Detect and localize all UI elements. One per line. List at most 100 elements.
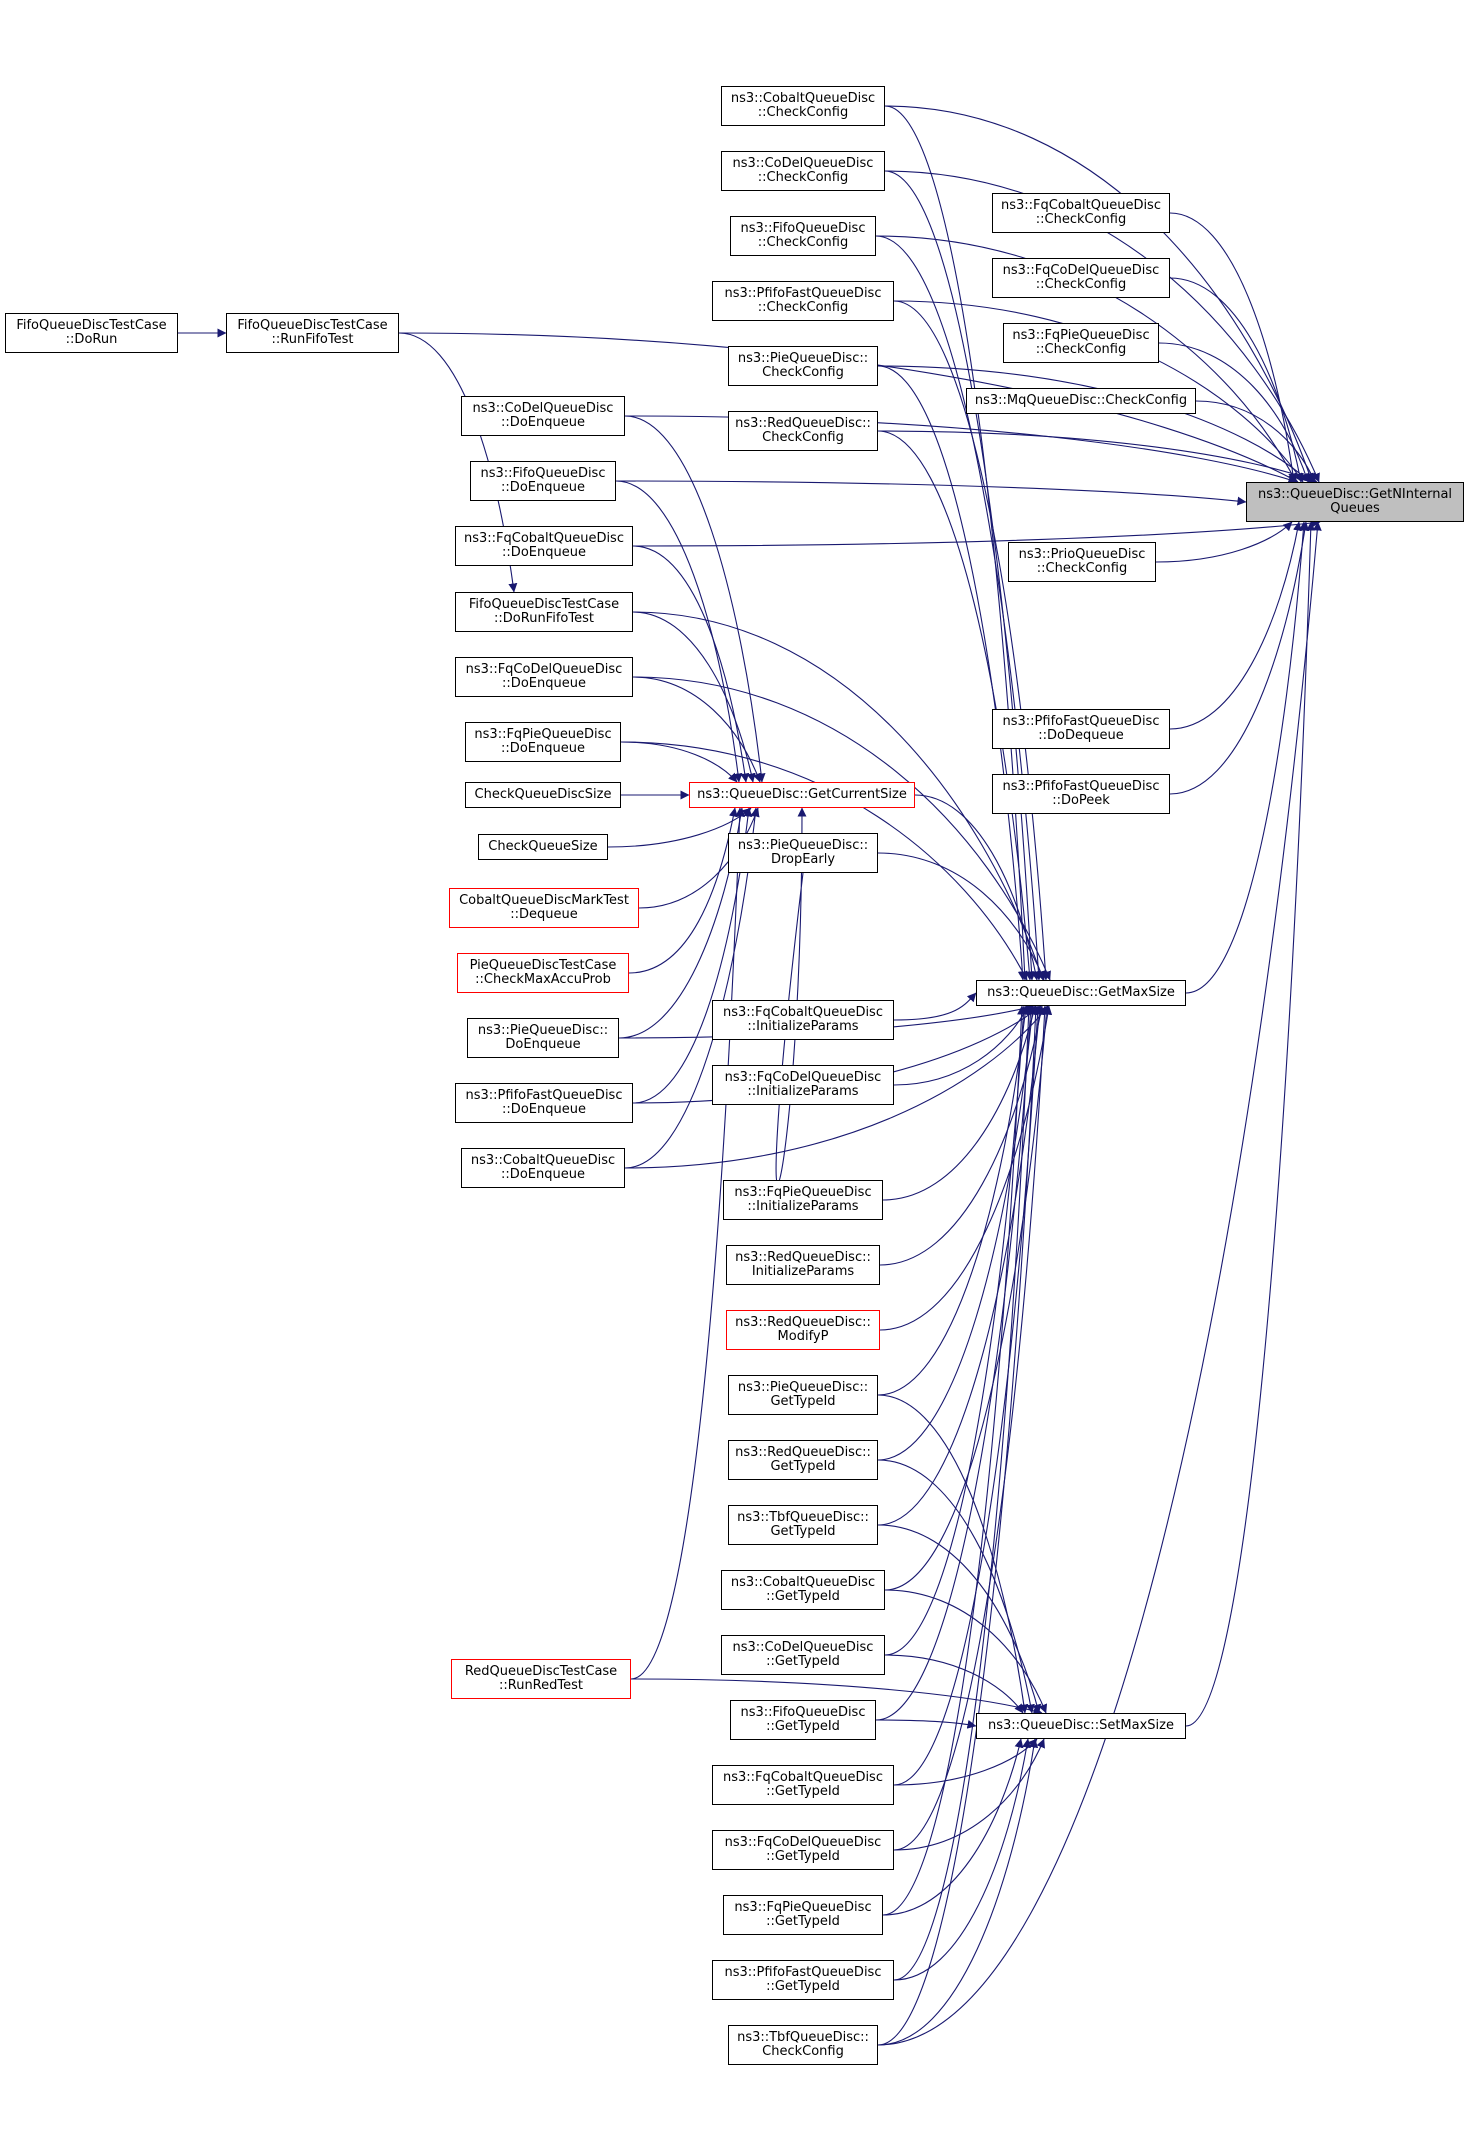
edge-pie-drop-to-cursize (775, 807, 807, 1184)
node-fqcodel-ip[interactable]: ns3::FqCoDelQueueDisc::InitializeParams (712, 1065, 894, 1105)
node-fifo-dorun[interactable]: FifoQueueDiscTestCase::DoRun (5, 313, 178, 353)
node-label-line: ::DoEnqueue (502, 545, 586, 560)
edge-pfifo-gt-to-maxsize (893, 1005, 1034, 1981)
node-codel-cc[interactable]: ns3::CoDelQueueDisc::CheckConfig (721, 151, 885, 191)
edge-fifo-cc-to-getn (875, 235, 1297, 483)
node-fifo-cc[interactable]: ns3::FifoQueueDisc::CheckConfig (730, 216, 876, 256)
node-fqcobalt-gt[interactable]: ns3::FqCobaltQueueDisc::GetTypeId (712, 1765, 894, 1805)
node-tbf-cc[interactable]: ns3::TbfQueueDisc::CheckConfig (728, 2025, 878, 2065)
node-label-line: ::DoRunFifoTest (494, 611, 594, 626)
node-label-line: ::DoEnqueue (502, 1102, 586, 1117)
node-red-modp[interactable]: ns3::RedQueueDisc::ModifyP (726, 1310, 880, 1350)
edge-mq-cc-to-getn (1195, 400, 1316, 483)
node-label-line: ns3::FqCoDelQueueDisc (724, 1835, 882, 1850)
edge-fqcodel-enq-to-maxsize (632, 676, 1051, 981)
node-pie-drop[interactable]: ns3::PieQueueDisc::DropEarly (728, 833, 878, 873)
node-fqcobalt-cc[interactable]: ns3::FqCobaltQueueDisc::CheckConfig (992, 193, 1170, 233)
node-pie-enq[interactable]: ns3::PieQueueDisc::DoEnqueue (467, 1018, 619, 1058)
node-checkqds[interactable]: CheckQueueDiscSize (465, 782, 621, 808)
node-cobalt-gt[interactable]: ns3::CobaltQueueDisc::GetTypeId (721, 1570, 885, 1610)
node-cobaltmark[interactable]: CobaltQueueDiscMarkTest::Dequeue (449, 888, 639, 928)
node-label-line: Queues (1330, 501, 1380, 516)
node-red-gt[interactable]: ns3::RedQueueDisc::GetTypeId (728, 1440, 878, 1480)
node-red-ip[interactable]: ns3::RedQueueDisc::InitializeParams (726, 1245, 880, 1285)
node-label-line: ::InitializeParams (747, 1019, 859, 1034)
edge-fqpie-enq-to-maxsize (620, 741, 1028, 981)
node-label-line: ::CheckConfig (757, 300, 849, 315)
edge-fqpie-enq-to-cursize (620, 741, 738, 783)
node-label-line: ::InitializeParams (747, 1199, 859, 1214)
node-pfifo-enq[interactable]: ns3::PfifoFastQueueDisc::DoEnqueue (455, 1083, 633, 1123)
edge-prio-cc-to-getn (1155, 521, 1293, 563)
node-fqcodel-gt[interactable]: ns3::FqCoDelQueueDisc::GetTypeId (712, 1830, 894, 1870)
node-pfifo-cc[interactable]: ns3::PfifoFastQueueDisc::CheckConfig (712, 281, 894, 321)
node-pie-gt[interactable]: ns3::PieQueueDisc::GetTypeId (728, 1375, 878, 1415)
node-label-line: CheckQueueSize (488, 839, 598, 854)
node-pie-cc[interactable]: ns3::PieQueueDisc::CheckConfig (728, 346, 878, 386)
edge-tbf-cc-to-getn (877, 521, 1322, 2046)
edge-fifo-cc-to-maxsize (875, 235, 1043, 981)
node-fqcodel-cc[interactable]: ns3::FqCoDelQueueDisc::CheckConfig (992, 258, 1170, 298)
node-fqpie-ip[interactable]: ns3::FqPieQueueDisc::InitializeParams (723, 1180, 883, 1220)
node-runfifo[interactable]: FifoQueueDiscTestCase::RunFifoTest (226, 313, 399, 353)
node-fifo-gt[interactable]: ns3::FifoQueueDisc::GetTypeId (730, 1700, 876, 1740)
node-cobalt-cc[interactable]: ns3::CobaltQueueDisc::CheckConfig (721, 86, 885, 126)
edge-pfifo-gt-to-setmax (893, 1738, 1032, 1981)
edge-pfifo-deq-to-getn (1169, 521, 1302, 730)
node-red-cc[interactable]: ns3::RedQueueDisc::CheckConfig (728, 411, 878, 451)
edge-tbf-gt-to-setmax (877, 1524, 1042, 1714)
edge-setmax-to-getn (1185, 521, 1316, 1727)
node-dorunfifo[interactable]: FifoQueueDiscTestCase::DoRunFifoTest (455, 592, 633, 632)
node-cobalt-enq[interactable]: ns3::CobaltQueueDisc::DoEnqueue (461, 1148, 625, 1188)
node-label-line: ::CheckMaxAccuProb (475, 972, 611, 987)
node-setmax[interactable]: ns3::QueueDisc::SetMaxSize (976, 1713, 1186, 1739)
edge-fifo-enq-to-cursize (615, 480, 743, 783)
node-label-line: CheckQueueDiscSize (474, 787, 612, 802)
node-label-line: CheckConfig (762, 2044, 844, 2059)
edge-fifo-gt-to-setmax (875, 1719, 977, 1729)
edge-dorunfifo-to-cursize (632, 611, 756, 783)
node-label-line: ns3::CobaltQueueDisc (730, 91, 876, 106)
node-tbf-gt[interactable]: ns3::TbfQueueDisc::GetTypeId (728, 1505, 878, 1545)
node-fifo-enq[interactable]: ns3::FifoQueueDisc::DoEnqueue (470, 461, 616, 501)
edge-codel-enq-to-getn (624, 415, 1298, 484)
node-runred[interactable]: RedQueueDiscTestCase::RunRedTest (451, 1659, 631, 1699)
node-cursize[interactable]: ns3::QueueDisc::GetCurrentSize (689, 782, 915, 808)
node-label-line: ns3::PfifoFastQueueDisc (724, 286, 882, 301)
node-codel-gt[interactable]: ns3::CoDelQueueDisc::GetTypeId (721, 1635, 885, 1675)
node-label-line: GetTypeId (770, 1394, 836, 1409)
node-label-line: ::CheckConfig (757, 105, 849, 120)
node-checkqs[interactable]: CheckQueueSize (478, 834, 608, 860)
node-label-line: ns3::FqPieQueueDisc (474, 727, 612, 742)
node-maxsize[interactable]: ns3::QueueDisc::GetMaxSize (976, 980, 1186, 1006)
node-fqpie-enq[interactable]: ns3::FqPieQueueDisc::DoEnqueue (465, 722, 621, 762)
node-fqpie-gt[interactable]: ns3::FqPieQueueDisc::GetTypeId (723, 1895, 883, 1935)
node-label-line: DoEnqueue (505, 1037, 581, 1052)
node-fqpie-cc[interactable]: ns3::FqPieQueueDisc::CheckConfig (1003, 323, 1159, 363)
node-label-line: ::RunFifoTest (271, 332, 354, 347)
node-label-line: ns3::FifoQueueDisc (740, 221, 866, 236)
node-fqcodel-enq[interactable]: ns3::FqCoDelQueueDisc::DoEnqueue (455, 657, 633, 697)
node-mq-cc[interactable]: ns3::MqQueueDisc::CheckConfig (966, 388, 1196, 414)
node-prio-cc[interactable]: ns3::PrioQueueDisc::CheckConfig (1008, 542, 1156, 582)
node-label-line: ns3::QueueDisc::SetMaxSize (988, 1718, 1174, 1733)
node-label-line: ::DoEnqueue (501, 741, 585, 756)
node-codel-enq[interactable]: ns3::CoDelQueueDisc::DoEnqueue (461, 396, 625, 436)
node-label-line: ns3::CobaltQueueDisc (470, 1153, 616, 1168)
node-label-line: ns3::FqPieQueueDisc (734, 1900, 872, 1915)
edge-red-cc-to-maxsize (877, 430, 1034, 981)
edge-red-ip-to-maxsize (879, 1005, 1045, 1266)
node-fqcobalt-enq[interactable]: ns3::FqCobaltQueueDisc::DoEnqueue (455, 526, 633, 566)
node-label-line: ::RunRedTest (499, 1678, 583, 1693)
node-label-line: ns3::QueueDisc::GetNInternal (1257, 487, 1453, 502)
edge-pie-cc-to-getn (877, 365, 1311, 483)
node-label-line: ::GetTypeId (766, 1654, 840, 1669)
node-fqcobalt-ip[interactable]: ns3::FqCobaltQueueDisc::InitializeParams (712, 1000, 894, 1040)
node-pfifo-gt[interactable]: ns3::PfifoFastQueueDisc::GetTypeId (712, 1960, 894, 2000)
node-piemaxaccu[interactable]: PieQueueDiscTestCase::CheckMaxAccuProb (457, 953, 629, 993)
node-pfifo-peek[interactable]: ns3::PfifoFastQueueDisc::DoPeek (992, 774, 1170, 814)
node-pfifo-deq[interactable]: ns3::PfifoFastQueueDisc::DoDequeue (992, 709, 1170, 749)
node-label-line: ::InitializeParams (747, 1084, 859, 1099)
edge-pie-gt-to-maxsize (877, 1005, 1030, 1396)
